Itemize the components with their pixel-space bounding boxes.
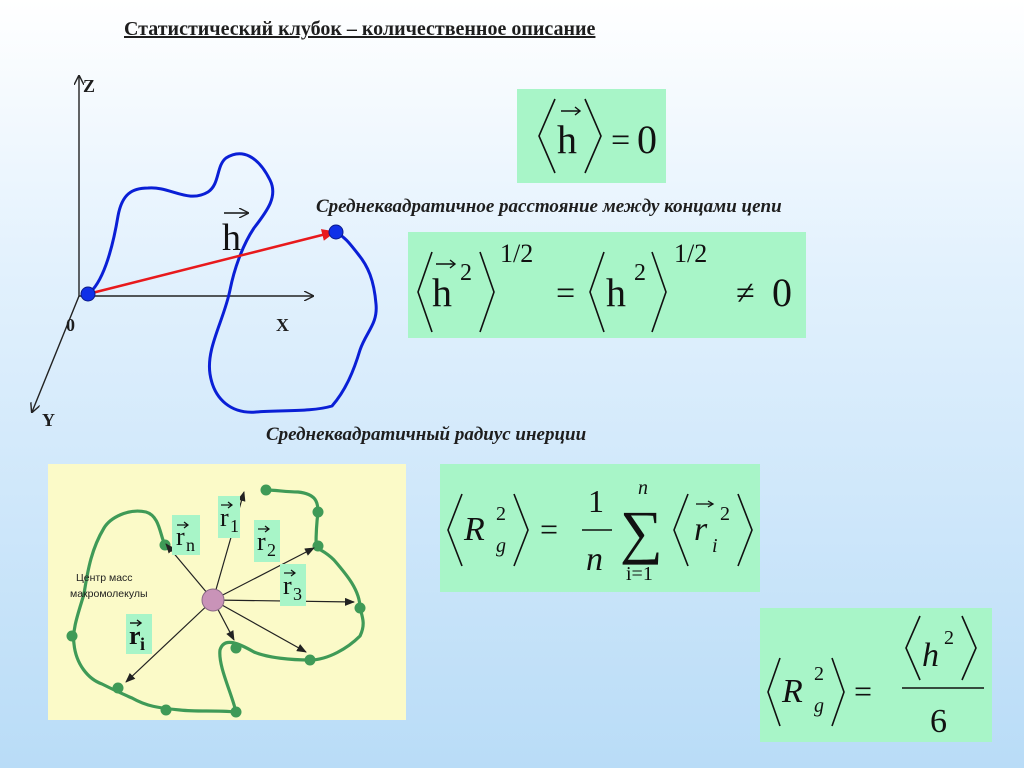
formula-h: h bbox=[557, 117, 577, 162]
caption-mean-square-distance: Среднеквадратичное расстояние между конц… bbox=[316, 196, 782, 217]
chain-curve bbox=[87, 152, 378, 414]
formula-mean-h: h = 0 bbox=[517, 89, 666, 183]
formula-h-left: h bbox=[432, 270, 452, 315]
formula-six: 6 bbox=[930, 703, 947, 740]
formula-equals: = bbox=[556, 275, 575, 312]
h-vector-label: h bbox=[222, 217, 241, 259]
formula-neq: ≠ bbox=[736, 275, 755, 312]
y-axis bbox=[32, 295, 80, 412]
svg-text:r: r bbox=[176, 522, 185, 551]
formula-sum-bottom: i=1 bbox=[626, 563, 653, 585]
formula-h-sq: 2 bbox=[944, 627, 954, 649]
caption-gyration-radius: Среднеквадратичный радиус инерции bbox=[266, 424, 587, 445]
formula-R: R bbox=[463, 511, 485, 548]
vector-box-r3: r 3 bbox=[280, 564, 306, 606]
svg-text:1: 1 bbox=[230, 516, 239, 536]
formula-R-sub: g bbox=[496, 535, 506, 557]
formula-R-sq: 2 bbox=[814, 663, 824, 685]
center-of-mass-panel: Центр масс макромолекулы r n r 1 r 2 r 3 bbox=[48, 464, 406, 720]
formula-equals: = bbox=[540, 511, 558, 547]
formula-r: r bbox=[694, 511, 708, 548]
formula-h-right: h bbox=[606, 270, 626, 315]
svg-text:r: r bbox=[129, 621, 141, 650]
formula-R-sq: 2 bbox=[496, 503, 506, 525]
center-of-mass-label-2: макромолекулы bbox=[70, 588, 148, 600]
chain-end-point bbox=[328, 224, 344, 240]
formula-h: h bbox=[922, 637, 939, 674]
origin-label: 0 bbox=[66, 315, 75, 335]
svg-text:r: r bbox=[220, 503, 229, 532]
svg-text:n: n bbox=[186, 535, 195, 555]
svg-text:i: i bbox=[140, 634, 145, 654]
vector-box-ri: r i bbox=[126, 614, 152, 654]
formula-rms-h: h 2 1/2 = h 2 1/2 ≠ 0 bbox=[408, 232, 806, 338]
z-axis-label: Z bbox=[83, 76, 96, 96]
formula-R: R bbox=[781, 673, 803, 710]
formula-equals: = bbox=[611, 122, 630, 159]
y-axis-label: Y bbox=[42, 410, 55, 430]
formula-gyration-h: R 2 g = h 2 6 bbox=[760, 608, 992, 742]
center-of-mass-point bbox=[201, 588, 225, 612]
formula-r-sub: i bbox=[712, 535, 718, 557]
vector-box-r2: r 2 bbox=[254, 520, 280, 562]
x-axis-label: X bbox=[276, 315, 289, 335]
page-title: Статистический клубок – количественное о… bbox=[124, 18, 596, 40]
vector-box-r1: r 1 bbox=[218, 496, 240, 538]
svg-text:2: 2 bbox=[267, 540, 276, 560]
svg-text:r: r bbox=[283, 571, 292, 600]
center-of-mass-label-1: Центр масс bbox=[76, 572, 133, 584]
formula-one: 1 bbox=[588, 483, 604, 519]
formula-pow-right: 1/2 bbox=[674, 239, 707, 268]
formula-sum-sign: ∑ bbox=[620, 499, 663, 565]
formula-r-sq: 2 bbox=[720, 503, 730, 525]
vector-box-rn: r n bbox=[172, 515, 200, 555]
formula-gyration-sum: R 2 g = 1 n n ∑ i=1 r 2 i bbox=[440, 464, 760, 592]
formula-pow-left: 1/2 bbox=[500, 239, 533, 268]
svg-text:r: r bbox=[257, 527, 266, 556]
formula-zero: 0 bbox=[637, 117, 657, 162]
svg-text:3: 3 bbox=[293, 584, 302, 604]
formula-equals: = bbox=[854, 673, 872, 709]
chain-start-point bbox=[80, 286, 96, 302]
formula-R-sub: g bbox=[814, 695, 824, 717]
formula-zero: 0 bbox=[772, 270, 792, 315]
h-vector bbox=[87, 229, 336, 296]
formula-sum-top: n bbox=[638, 477, 648, 499]
chain-diagram: h bbox=[20, 70, 378, 430]
formula-sq-left: 2 bbox=[460, 260, 472, 286]
formula-n: n bbox=[586, 541, 603, 578]
formula-sq-right: 2 bbox=[634, 260, 646, 286]
